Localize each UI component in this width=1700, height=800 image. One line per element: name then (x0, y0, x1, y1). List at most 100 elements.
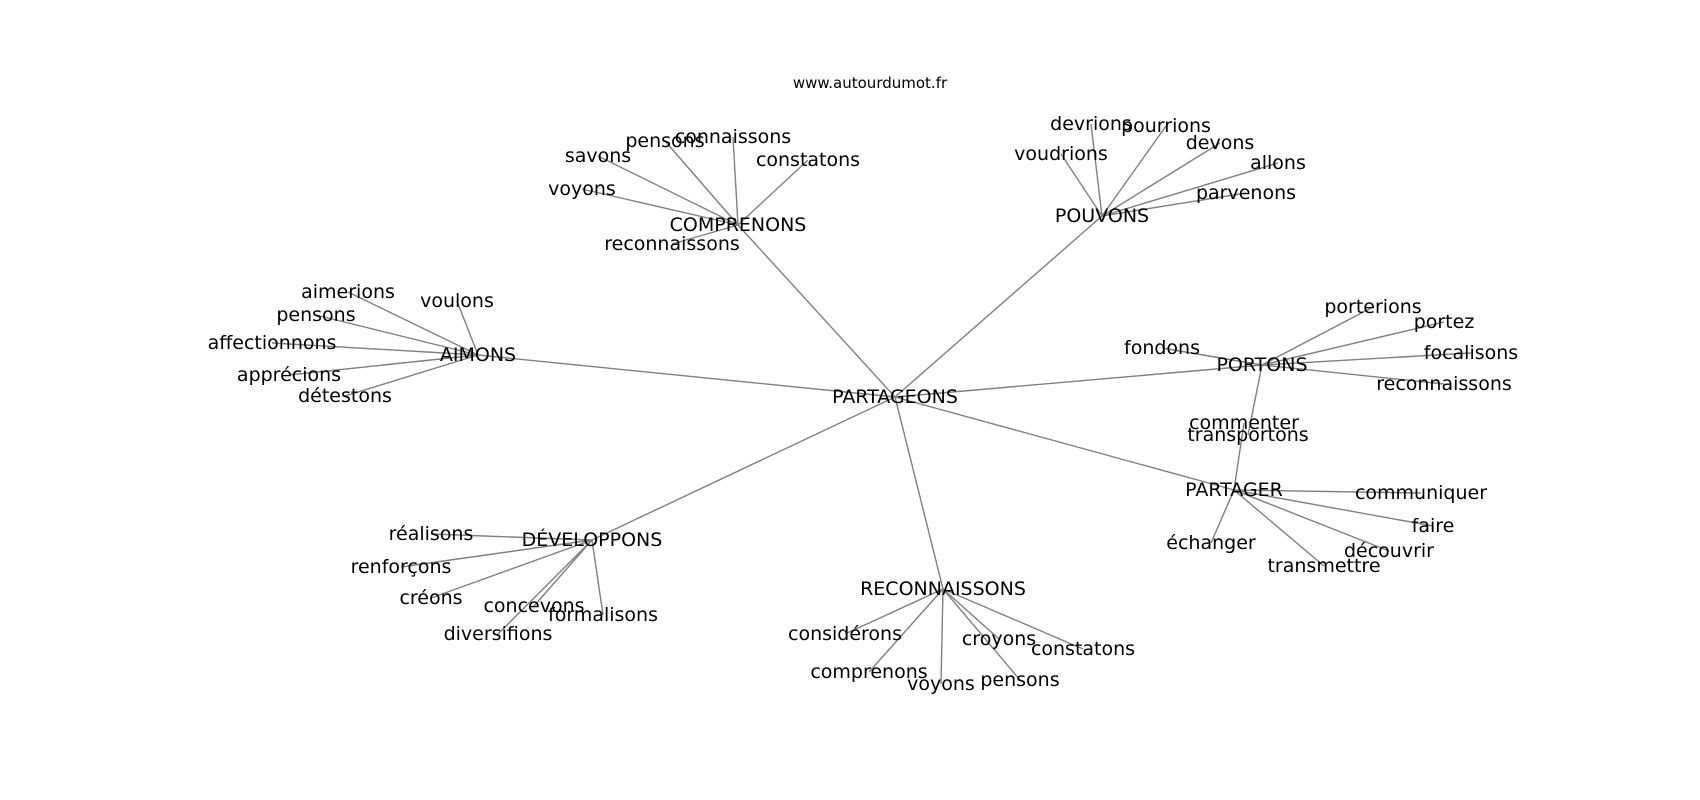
leaf-node-label: voyons (548, 178, 616, 200)
edge-center-branch (591, 396, 896, 541)
leaf-node-label: apprécions (237, 364, 341, 386)
branch-node-label: PORTONS (1216, 354, 1307, 376)
edge-branch-leaf (344, 354, 479, 397)
leaf-node-label: considérons (788, 623, 902, 645)
leaf-node-label: renforçons (351, 556, 452, 578)
leaf-node-label: voulons (420, 290, 494, 312)
branch-node-label: COMPRENONS (670, 214, 807, 236)
edge-branch-leaf (271, 342, 479, 356)
leaf-node-label: reconnaissons (1376, 373, 1512, 395)
edge-branch-leaf (347, 291, 479, 356)
edge-center-branch (894, 364, 1263, 398)
leaf-node-label: devons (1186, 132, 1255, 154)
leaf-node-label: reconnaissons (604, 233, 740, 255)
leaf-node-label: fondons (1124, 337, 1200, 359)
site-label: www.autourdumot.fr (793, 74, 948, 92)
edge-branch-leaf (591, 539, 604, 616)
leaf-node-label: créons (399, 587, 462, 609)
edge-center-branch (477, 354, 896, 398)
edge-branch-leaf (1233, 422, 1245, 491)
edge-branch-leaf (1247, 364, 1263, 436)
leaf-node-label: pensons (276, 304, 355, 326)
edge-branch-leaf (533, 539, 593, 607)
edge-branch-leaf (844, 588, 944, 635)
edge-branch-leaf (942, 588, 1021, 681)
leaf-node-label: croyons (962, 628, 1036, 650)
leaf-node-label: transportons (1187, 424, 1308, 446)
edge-branch-leaf (1233, 489, 1434, 527)
leaf-node-label: transmettre (1267, 555, 1380, 577)
edge-branch-leaf (1101, 162, 1279, 217)
edge-center-branch (894, 396, 944, 590)
leaf-node-label: constatons (756, 149, 860, 171)
leaf-node-label: porterions (1324, 296, 1421, 318)
leaf-node-label: portez (1414, 311, 1475, 333)
edge-branch-leaf (868, 588, 944, 673)
edge-branch-leaf (400, 539, 593, 568)
branch-node-label: AIMONS (440, 344, 516, 366)
edge-branch-leaf (664, 140, 739, 226)
leaf-node-label: détestons (298, 385, 392, 407)
leaf-node-label: communiquer (1355, 482, 1487, 504)
edge-branch-leaf (732, 136, 739, 226)
leaf-node-label: connaissons (675, 126, 791, 148)
branch-node-label: POUVONS (1055, 205, 1149, 227)
leaf-node-label: devrions (1050, 113, 1132, 135)
leaf-node-label: faire (1412, 515, 1455, 537)
edge-center-branch (894, 396, 1235, 491)
leaf-node-label: aimerions (301, 281, 395, 303)
edge-branch-leaf (1090, 123, 1103, 217)
edge-branch-leaf (942, 588, 1084, 650)
leaf-node-label: réalisons (389, 523, 474, 545)
leaf-node-label: commenter (1189, 412, 1299, 434)
edge-center-branch (737, 224, 896, 398)
edge-branch-leaf (671, 224, 739, 245)
edge-branch-leaf (456, 300, 479, 356)
edge-branch-leaf (315, 314, 479, 356)
leaf-node-label: constatons (1031, 638, 1135, 660)
edge-branch-leaf (1161, 347, 1263, 366)
edge-branch-leaf (1101, 192, 1247, 217)
edge-branch-leaf (288, 354, 479, 376)
edge-branch-leaf (1210, 489, 1235, 544)
edge-branch-leaf (942, 588, 1000, 640)
center-node-label: PARTAGEONS (832, 386, 958, 408)
edge-branch-leaf (1233, 489, 1422, 494)
branch-node-label: RECONNAISSONS (860, 578, 1026, 600)
leaf-node-label: affectionnons (208, 332, 337, 354)
leaf-node-label: pensons (625, 130, 704, 152)
edge-branch-leaf (497, 539, 593, 635)
edge-branch-leaf (1233, 489, 1390, 552)
edge-branch-leaf (597, 155, 739, 226)
branch-node-label: PARTAGER (1185, 479, 1283, 501)
leaf-node-label: parvenons (1196, 182, 1296, 204)
edge-branch-leaf (1101, 125, 1167, 217)
leaf-node-label: voyons (907, 673, 975, 695)
edge-branch-leaf (430, 539, 593, 599)
edge-branch-leaf (940, 588, 944, 685)
leaf-node-label: focalisons (1424, 342, 1518, 364)
edge-branch-leaf (1261, 364, 1445, 385)
leaf-node-label: formalisons (548, 604, 658, 626)
leaf-node-label: voudrions (1014, 143, 1108, 165)
edge-branch-leaf (1261, 306, 1374, 366)
edge-branch-leaf (1233, 489, 1325, 567)
edge-branch-leaf (1261, 321, 1445, 366)
leaf-node-label: pensons (980, 669, 1059, 691)
leaf-node-label: pourrions (1121, 115, 1211, 137)
leaf-node-label: concevons (483, 595, 584, 617)
edges (271, 123, 1472, 685)
leaf-node-label: comprenons (810, 661, 927, 683)
leaf-node-label: savons (565, 145, 631, 167)
labels: PARTAGEONSCOMPRENONSconnaissonspensonssa… (208, 113, 1519, 695)
edge-branch-leaf (737, 159, 809, 226)
leaf-node-label: diversifions (444, 623, 553, 645)
leaf-node-label: échanger (1166, 532, 1256, 554)
branch-node-label: DÉVELOPPONS (522, 528, 663, 551)
edge-center-branch (894, 215, 1103, 398)
leaf-node-label: allons (1250, 152, 1306, 174)
edge-branch-leaf (581, 188, 739, 226)
edge-branch-leaf (1101, 142, 1221, 217)
edge-branch-leaf (1261, 352, 1472, 366)
